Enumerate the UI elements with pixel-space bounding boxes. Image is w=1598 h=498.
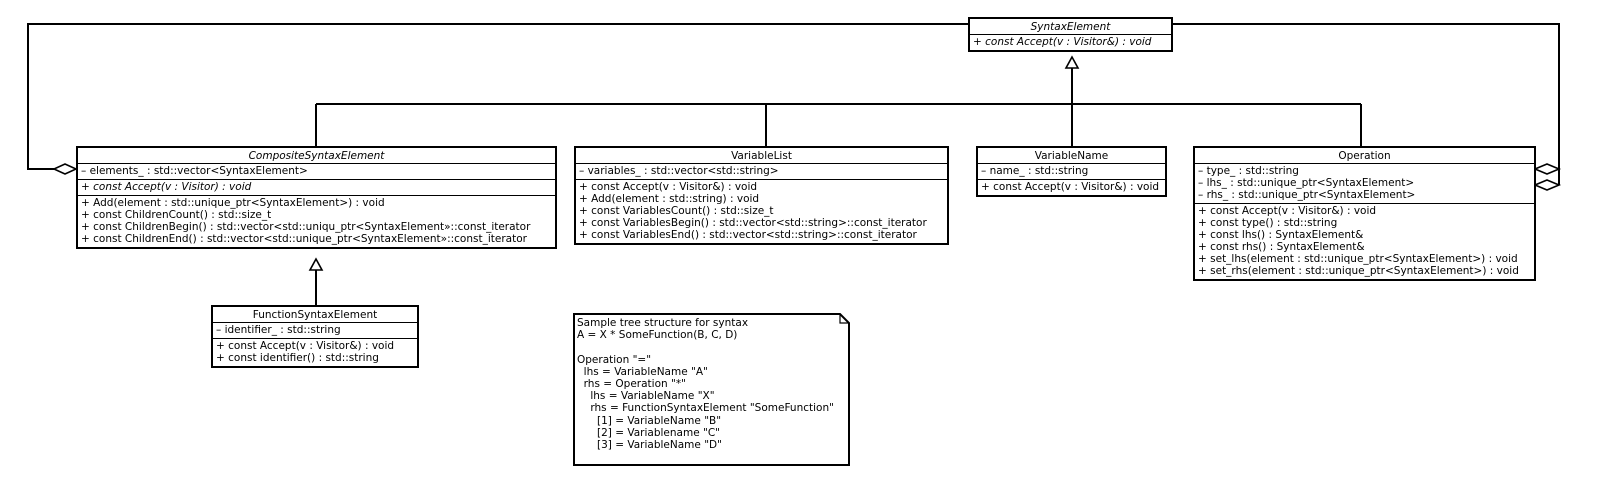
aggregation-diamond-composite	[52, 163, 78, 175]
aggregation-diamond-operation-lhs	[1532, 163, 1562, 175]
operation-line: + const identifier() : std::string	[216, 352, 379, 364]
attribute-line: – rhs_ : std::unique_ptr<SyntaxElement>	[1198, 189, 1416, 201]
class-name: CompositeSyntaxElement	[78, 148, 555, 164]
operation-line: + const Accept(v : Visitor&) : void	[579, 181, 758, 193]
class-name: FunctionSyntaxElement	[213, 307, 417, 323]
class-name: VariableList	[576, 148, 947, 164]
operation-line: + const Accept(v : Visitor&) : void	[973, 36, 1152, 48]
note-line: lhs = VariableName "A"	[577, 365, 708, 378]
note-line: lhs = VariableName "X"	[577, 390, 715, 403]
operation-line: + const rhs() : SyntaxElement&	[1198, 241, 1365, 253]
class-attributes: – type_ : std::string – lhs_ : std::uniq…	[1195, 164, 1534, 204]
note-line: [2] = Variablename "C"	[577, 426, 720, 439]
class-operations: + const Accept(v : Visitor&) : void + Ad…	[576, 180, 947, 243]
class-operation[interactable]: Operation – type_ : std::string – lhs_ :…	[1193, 146, 1536, 281]
operation-line: + const VariablesCount() : std::size_t	[579, 205, 774, 217]
aggregation-operation-line	[1172, 23, 1560, 185]
note-line: [1] = VariableName "B"	[577, 414, 722, 427]
operation-line: + set_lhs(element : std::unique_ptr<Synt…	[1198, 253, 1518, 265]
note-line	[577, 341, 846, 353]
class-name: VariableName	[978, 148, 1165, 164]
attribute-line: – name_ : std::string	[981, 165, 1089, 177]
sample-tree-note[interactable]: Sample tree structure for syntax A = X *…	[573, 313, 850, 466]
operation-line: + const VariablesBegin() : std::vector<s…	[579, 217, 927, 229]
operation-line: + const Accept(v : Visitor&) : void	[981, 181, 1160, 193]
operation-line: + Add(element : std::unique_ptr<SyntaxEl…	[81, 197, 385, 209]
class-operations: + const Accept(v : Visitor&) : void	[970, 35, 1171, 50]
note-outline	[573, 313, 850, 466]
operation-line: + const Accept(v : Visitor&) : void	[216, 340, 395, 352]
operation-line: + const Accept(v : Visitor&) : void	[1198, 205, 1377, 217]
operation-line: + Add(element : std::string) : void	[579, 193, 760, 205]
operation-line: + const VariablesEnd() : std::vector<std…	[579, 229, 917, 241]
note-line: rhs = FunctionSyntaxElement "SomeFunctio…	[577, 402, 834, 415]
class-abstract-operations: + const Accept(v : Visitor) : void	[78, 180, 555, 196]
class-attributes: – identifier_ : std::string	[213, 323, 417, 339]
note-line: rhs = Operation "*"	[577, 378, 686, 391]
class-name: SyntaxElement	[970, 19, 1171, 35]
class-operations: + const Accept(v : Visitor&) : void + co…	[1195, 204, 1534, 279]
class-operations: + const Accept(v : Visitor&) : void + co…	[213, 339, 417, 366]
class-operations: + Add(element : std::unique_ptr<SyntaxEl…	[78, 196, 555, 247]
operation-line: + const ChildrenEnd() : std::vector<std:…	[81, 233, 527, 245]
class-attributes: – name_ : std::string	[978, 164, 1165, 180]
operation-line: + const ChildrenBegin() : std::vector<st…	[81, 221, 531, 233]
generalization-arrowhead-function	[308, 257, 324, 271]
class-attributes: – variables_ : std::vector<std::string>	[576, 164, 947, 180]
attribute-line: – variables_ : std::vector<std::string>	[579, 165, 779, 177]
operation-line: + const Accept(v : Visitor) : void	[81, 181, 252, 193]
note-line: A = X * SomeFunction(B, C, D)	[577, 329, 738, 342]
attribute-line: – identifier_ : std::string	[216, 324, 341, 336]
attribute-line: – type_ : std::string	[1198, 165, 1299, 177]
operation-line: + const ChildrenCount() : std::size_t	[81, 209, 272, 221]
class-variable-list[interactable]: VariableList – variables_ : std::vector<…	[574, 146, 949, 245]
class-composite-syntax-element[interactable]: CompositeSyntaxElement – elements_ : std…	[76, 146, 557, 249]
class-variable-name[interactable]: VariableName – name_ : std::string + con…	[976, 146, 1167, 197]
class-attributes: – elements_ : std::vector<SyntaxElement>	[78, 164, 555, 180]
class-name: Operation	[1195, 148, 1534, 164]
note-line: [3] = VariableName "D"	[577, 439, 722, 452]
operation-line: + const lhs() : SyntaxElement&	[1198, 229, 1364, 241]
operation-line: + const type() : std::string	[1198, 217, 1338, 229]
class-function-syntax-element[interactable]: FunctionSyntaxElement – identifier_ : st…	[211, 305, 419, 368]
generalization-arrowhead	[1064, 55, 1080, 69]
note-text: Sample tree structure for syntax A = X *…	[577, 317, 846, 451]
operation-line: + set_rhs(element : std::unique_ptr<Synt…	[1198, 265, 1519, 277]
class-operations: + const Accept(v : Visitor&) : void	[978, 180, 1165, 195]
class-syntax-element[interactable]: SyntaxElement + const Accept(v : Visitor…	[968, 17, 1173, 52]
aggregation-composite-line	[27, 23, 968, 170]
aggregation-diamond-operation-rhs	[1532, 179, 1562, 191]
attribute-line: – lhs_ : std::unique_ptr<SyntaxElement>	[1198, 177, 1415, 189]
note-line: Sample tree structure for syntax	[577, 317, 749, 329]
note-line: Operation "="	[577, 353, 652, 366]
attribute-line: – elements_ : std::vector<SyntaxElement>	[81, 165, 308, 177]
